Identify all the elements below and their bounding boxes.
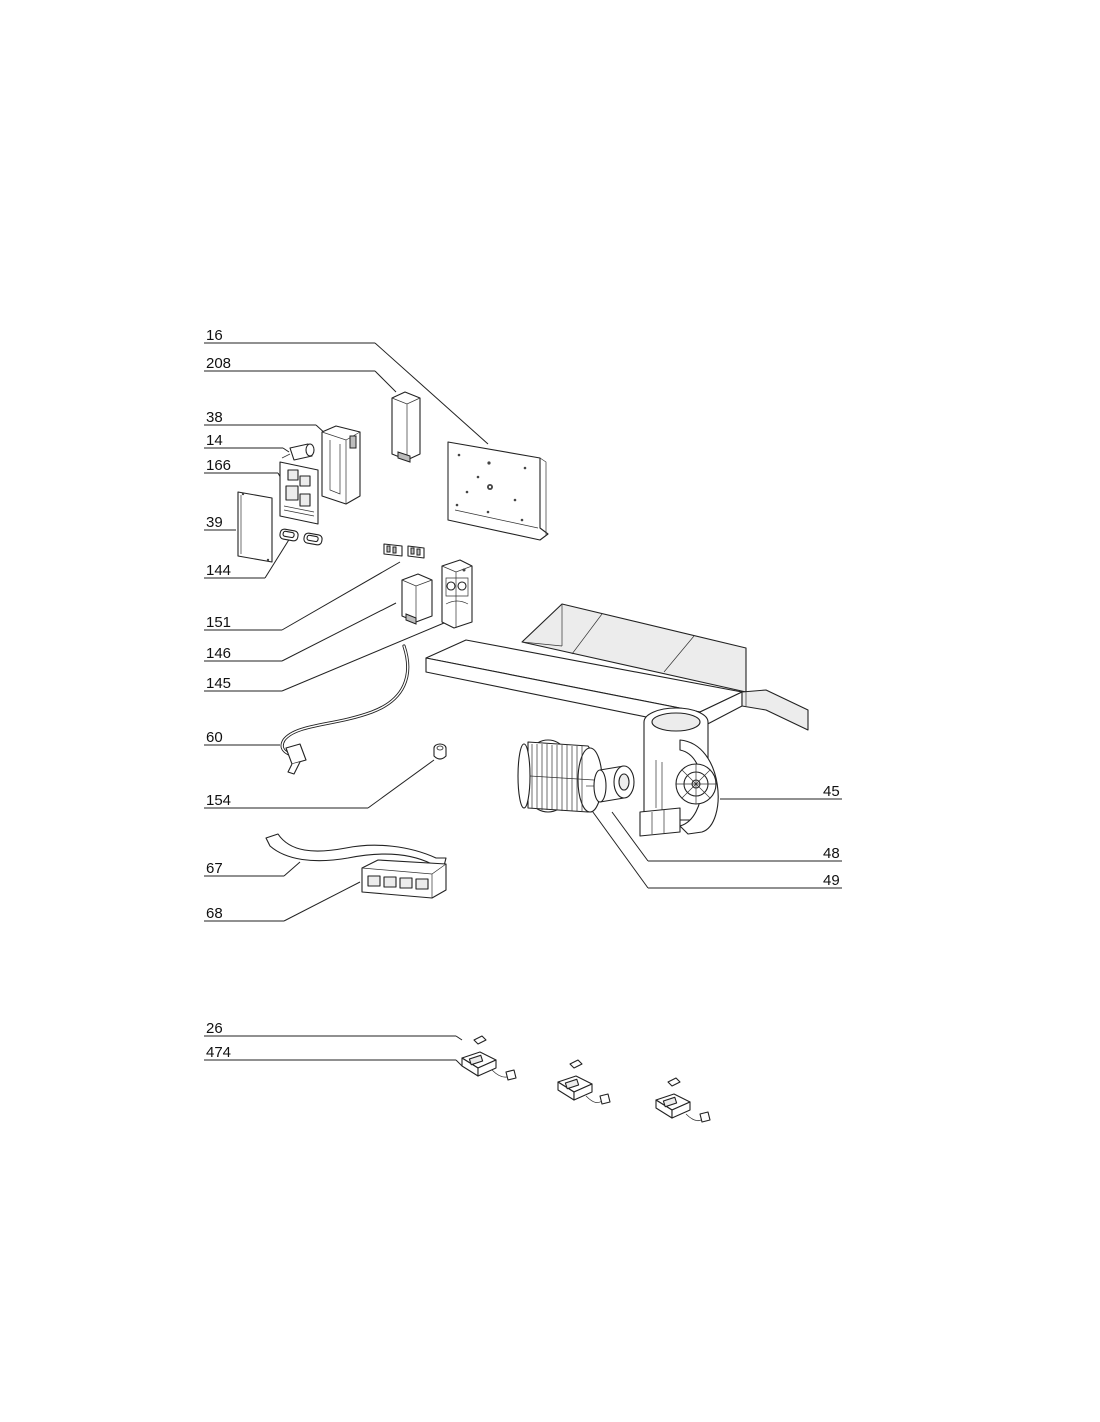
part-ribbon-cable <box>265 833 447 867</box>
label-49: 49 <box>823 872 840 889</box>
part-control-board <box>279 461 319 525</box>
leader-146 <box>281 602 397 662</box>
part-power-cable <box>280 644 410 775</box>
label-26: 26 <box>206 1020 223 1037</box>
leader-48 <box>611 811 649 862</box>
part-bushing <box>433 743 447 760</box>
label-48: 48 <box>823 845 840 862</box>
label-group-right: 45 48 49 <box>589 783 842 889</box>
part-lamp-set-2 <box>557 1059 611 1105</box>
leader-145 <box>281 622 445 692</box>
leader-154 <box>367 759 435 809</box>
part-motor <box>586 765 635 803</box>
part-switch-box <box>401 573 433 625</box>
part-motor-control-box <box>441 559 473 629</box>
part-terminal-blocks <box>383 543 425 559</box>
label-208: 208 <box>206 355 231 372</box>
part-lamp-set-3 <box>655 1077 711 1123</box>
label-144: 144 <box>206 562 231 579</box>
label-166: 166 <box>206 457 231 474</box>
leader-67 <box>283 861 301 877</box>
part-lamp-set-1 <box>461 1035 517 1081</box>
leader-49 <box>589 807 649 889</box>
leader-474 <box>455 1059 463 1067</box>
label-39: 39 <box>206 514 223 531</box>
part-transformer-box <box>391 391 421 463</box>
leader-26 <box>455 1035 463 1041</box>
label-145: 145 <box>206 675 231 692</box>
leader-14 <box>282 447 290 453</box>
label-68: 68 <box>206 905 223 922</box>
label-60: 60 <box>206 729 223 746</box>
label-67: 67 <box>206 860 223 877</box>
leader-68 <box>283 881 361 922</box>
label-45: 45 <box>823 783 840 800</box>
label-38: 38 <box>206 409 223 426</box>
leader-16 <box>374 342 489 445</box>
label-151: 151 <box>206 614 231 631</box>
part-blower-wheel <box>517 739 603 813</box>
part-button-gaskets <box>279 528 323 546</box>
part-control-panel <box>361 859 447 899</box>
leader-144 <box>264 537 291 579</box>
leader-151 <box>281 561 401 631</box>
part-capacitor <box>281 443 315 461</box>
label-474: 474 <box>206 1044 231 1061</box>
part-electronics-housing <box>321 425 361 505</box>
label-16: 16 <box>206 327 223 344</box>
label-154: 154 <box>206 792 231 809</box>
part-hood-body <box>425 603 809 731</box>
label-14: 14 <box>206 432 223 449</box>
part-cover-plate <box>237 491 273 563</box>
leader-208 <box>374 370 397 393</box>
part-mounting-plate <box>447 441 549 541</box>
part-blower-housing <box>639 707 719 837</box>
label-group-left: 16 208 38 14 166 39 144 151 146 145 60 1… <box>204 327 489 1067</box>
label-146: 146 <box>206 645 231 662</box>
